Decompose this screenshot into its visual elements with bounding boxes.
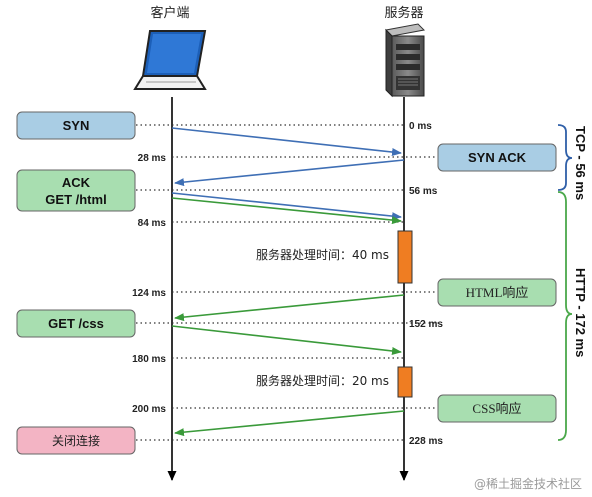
syn-ack-arrow: [174, 159, 405, 187]
time-label-152: 152 ms: [409, 319, 443, 330]
time-label-0: 0 ms: [409, 121, 432, 132]
time-label-84: 84 ms: [138, 218, 167, 229]
client-label: 客户端: [150, 5, 189, 21]
css-response-label: CSS响应: [472, 401, 521, 416]
css-processing-label: 服务器处理时间：20 ms: [256, 373, 389, 388]
close-connection-label: 关闭连接: [52, 433, 100, 448]
syn-arrow: [171, 127, 402, 156]
html-response-box: HTML响应: [437, 278, 557, 307]
close-connection-box: 关闭连接: [16, 426, 136, 455]
http-phase-label: HTTP - 172 ms: [573, 268, 588, 357]
get-css-label: GET /css: [48, 316, 104, 331]
get-html-arrow: [171, 197, 402, 225]
syn-box: SYN: [16, 111, 136, 140]
timing-guides: [136, 124, 438, 441]
server-label: 服务器: [384, 5, 423, 21]
html-response-label: HTML响应: [466, 285, 529, 300]
css-response-arrow: [174, 410, 405, 437]
css-response-box: CSS响应: [437, 394, 557, 423]
time-label-228: 228 ms: [409, 436, 443, 447]
syn-ack-label: SYN ACK: [468, 150, 527, 165]
time-label-124: 124 ms: [132, 288, 166, 299]
time-label-200: 200 ms: [132, 404, 166, 415]
css-processing-bar: [397, 366, 413, 398]
syn-label: SYN: [63, 118, 90, 133]
get-css-box: GET /css: [16, 309, 136, 338]
ack-arrow: [171, 192, 402, 221]
time-label-180: 180 ms: [132, 354, 166, 365]
time-label-56: 56 ms: [409, 186, 438, 197]
ack-get-html-box: ACK GET /html: [16, 169, 136, 212]
tcp-brace: [557, 124, 573, 191]
watermark: @稀土掘金技术社区: [474, 476, 582, 491]
html-processing-bar: [397, 230, 413, 284]
time-label-28: 28 ms: [138, 153, 167, 164]
get-html-label: GET /html: [45, 192, 106, 207]
laptop-icon: [133, 30, 207, 90]
tcp-phase-label: TCP - 56 ms: [573, 126, 588, 200]
get-css-arrow: [171, 325, 402, 355]
html-processing-label: 服务器处理时间：40 ms: [256, 247, 389, 262]
ack-label: ACK: [62, 175, 91, 190]
html-response-arrow: [174, 294, 405, 322]
syn-ack-box: SYN ACK: [437, 143, 557, 172]
http-brace: [557, 191, 573, 441]
server-icon: [384, 23, 426, 98]
